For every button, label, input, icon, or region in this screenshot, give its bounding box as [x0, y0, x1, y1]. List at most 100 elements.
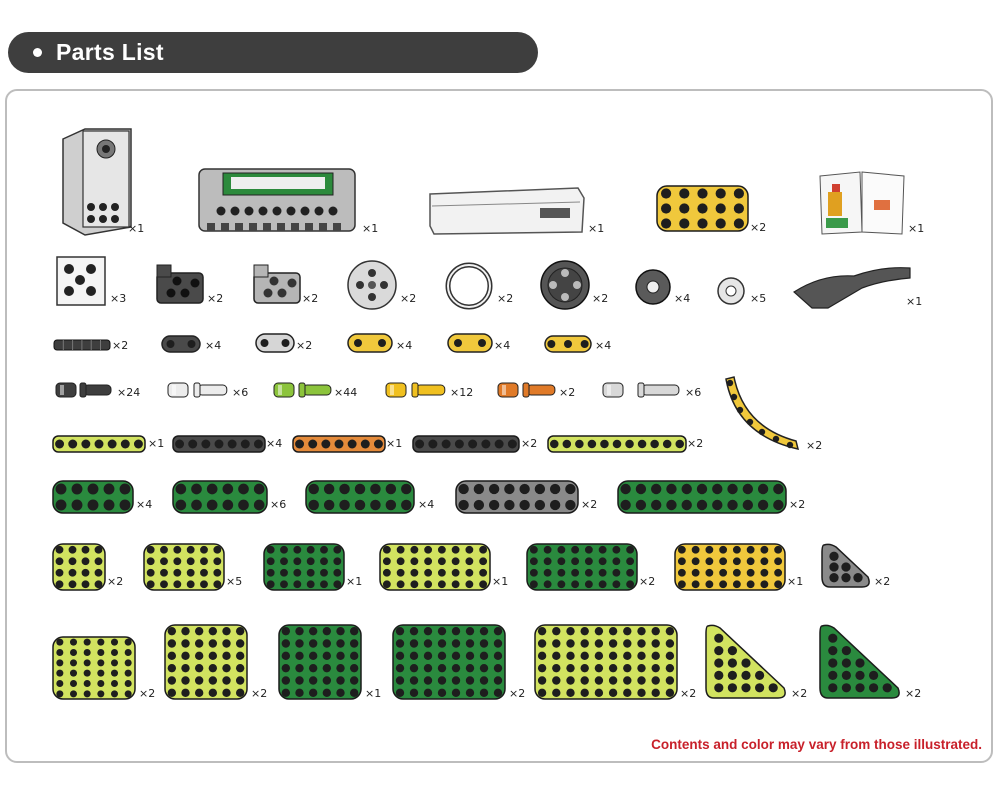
beam-lightgreen-11-icon: [547, 435, 687, 453]
instruction-manual-icon: [819, 171, 905, 235]
dark-wheel-part: [540, 260, 590, 310]
rubber-ring-quantity: ×2: [497, 292, 514, 305]
triangle-green-large-quantity: ×2: [905, 687, 922, 700]
yellow-pin-quantity: ×12: [450, 386, 474, 399]
dark-curved-arm-part: [792, 262, 912, 310]
beam-orange-7-icon: [292, 435, 386, 453]
white-pin-quantity: ×6: [232, 386, 249, 399]
dark-link-icon: [161, 335, 201, 353]
plate-lightgreen-6x6-quantity: ×2: [139, 687, 156, 700]
beam-dark-8-part: [412, 434, 520, 454]
triangle-gray-small-icon: [821, 543, 870, 588]
plate-green-2x7-quantity: ×4: [418, 498, 435, 511]
white-pin-icon: [167, 382, 228, 398]
plate-lightgreen-4x4-icon: [52, 543, 106, 591]
yellow-link-a-icon: [347, 333, 393, 353]
dark-bushing-part: [634, 268, 672, 306]
beam-orange-7-part: [292, 434, 386, 454]
green-pin-part: [272, 380, 334, 400]
battery-box-quantity: ×1: [362, 222, 379, 235]
yellow-link-a-quantity: ×4: [396, 339, 413, 352]
gray-pin-part: [601, 380, 683, 400]
servo-motor-part: [55, 127, 133, 237]
yellow-pin-icon: [385, 382, 446, 398]
plate-lightgreen-4x8-quantity: ×1: [492, 575, 509, 588]
plate-green-4x8-part: [526, 543, 638, 591]
triangle-green-large-part: [818, 624, 902, 700]
plate-green-4x6-icon: [263, 543, 345, 591]
curved-beam-part: [718, 375, 803, 455]
cable-cover-icon: [429, 187, 585, 235]
dark-link-part: [160, 334, 202, 354]
servo-motor-icon: [62, 128, 132, 236]
plate-green-4x6-quantity: ×1: [346, 575, 363, 588]
yellow-link-c-part: [543, 334, 593, 354]
plate-green-6x6-quantity: ×1: [365, 687, 382, 700]
plate-lightgreen-6x6b-part: [164, 624, 248, 700]
plate-gray-2x8-part: [455, 480, 579, 514]
rubber-ring-part: [443, 262, 495, 310]
dark-pin-part: [54, 380, 114, 400]
light-bushing-quantity: ×5: [750, 292, 767, 305]
parts-list-header: Parts List: [8, 32, 538, 73]
dark-curved-arm-icon: [793, 267, 911, 309]
plate-lightgreen-6x10-part: [534, 624, 678, 700]
plate-lightgreen-6x6-part: [52, 636, 136, 700]
orange-pin-quantity: ×2: [559, 386, 576, 399]
servo-motor-quantity: ×1: [128, 222, 145, 235]
dark-wheel-quantity: ×2: [592, 292, 609, 305]
light-bushing-icon: [717, 277, 745, 305]
yellow-link-a-part: [346, 332, 394, 354]
plate-green-2x5-icon: [52, 480, 134, 514]
plate-lightgreen-6x10-quantity: ×2: [680, 687, 697, 700]
white-pin-part: [166, 380, 230, 400]
plate-lightgreen-4x8-part: [379, 543, 491, 591]
beam-lightgreen-11-quantity: ×2: [687, 437, 704, 450]
cable-cover-part: [428, 186, 588, 236]
beam-dark-8-icon: [412, 435, 520, 453]
plate-lightgreen-6x6b-quantity: ×2: [251, 687, 268, 700]
white-wheel-quantity: ×2: [400, 292, 417, 305]
yellow-link-c-quantity: ×4: [595, 339, 612, 352]
plate-green-6x6-part: [278, 624, 362, 700]
dark-curved-arm-quantity: ×1: [906, 295, 923, 308]
plate-green-2x6-icon: [172, 480, 268, 514]
white-cross-block-part: [55, 255, 107, 307]
dark-angle-connector-quantity: ×2: [207, 292, 224, 305]
light-bushing-part: [716, 276, 746, 306]
triangle-gray-small-part: [820, 543, 872, 589]
plate-green-6x8-quantity: ×2: [509, 687, 526, 700]
beam-lightgreen-11-part: [547, 434, 687, 454]
rubber-ring-icon: [445, 262, 493, 310]
dark-pin-quantity: ×24: [117, 386, 141, 399]
yellow-link-c-icon: [544, 335, 592, 353]
plate-green-2x6-part: [172, 480, 268, 514]
gray-link-part: [254, 332, 296, 354]
beam-orange-7-quantity: ×1: [386, 437, 403, 450]
beam-dark-7-quantity: ×4: [266, 437, 283, 450]
beam-dark-7-icon: [172, 435, 266, 453]
triangle-gray-small-quantity: ×2: [874, 575, 891, 588]
plate-lightgreen-4x6-icon: [143, 543, 225, 591]
page-title: Parts List: [56, 39, 164, 65]
plate-lightgreen-4x8-icon: [379, 543, 491, 591]
dark-axle-quantity: ×2: [112, 339, 129, 352]
gray-angle-connector-part: [252, 264, 301, 305]
plate-yellow-4x8-quantity: ×1: [787, 575, 804, 588]
triangle-lightgreen-large-icon: [705, 624, 786, 699]
gray-angle-connector-quantity: ×2: [302, 292, 319, 305]
curved-beam-quantity: ×2: [806, 439, 823, 452]
dark-pin-icon: [55, 382, 112, 398]
plate-green-2x7-part: [305, 480, 415, 514]
plate-green-2x11-part: [617, 480, 787, 514]
dark-link-quantity: ×4: [205, 339, 222, 352]
dark-wheel-icon: [540, 260, 590, 310]
beam-lightgreen-7-quantity: ×1: [148, 437, 165, 450]
yellow-block-plate-part: [655, 180, 750, 235]
triangle-lightgreen-large-part: [704, 624, 788, 700]
orange-pin-icon: [497, 382, 556, 398]
plate-green-6x6-icon: [278, 624, 362, 700]
yellow-link-b-part: [446, 332, 494, 354]
plate-green-6x8-part: [392, 624, 506, 700]
gray-angle-connector-icon: [253, 264, 301, 304]
